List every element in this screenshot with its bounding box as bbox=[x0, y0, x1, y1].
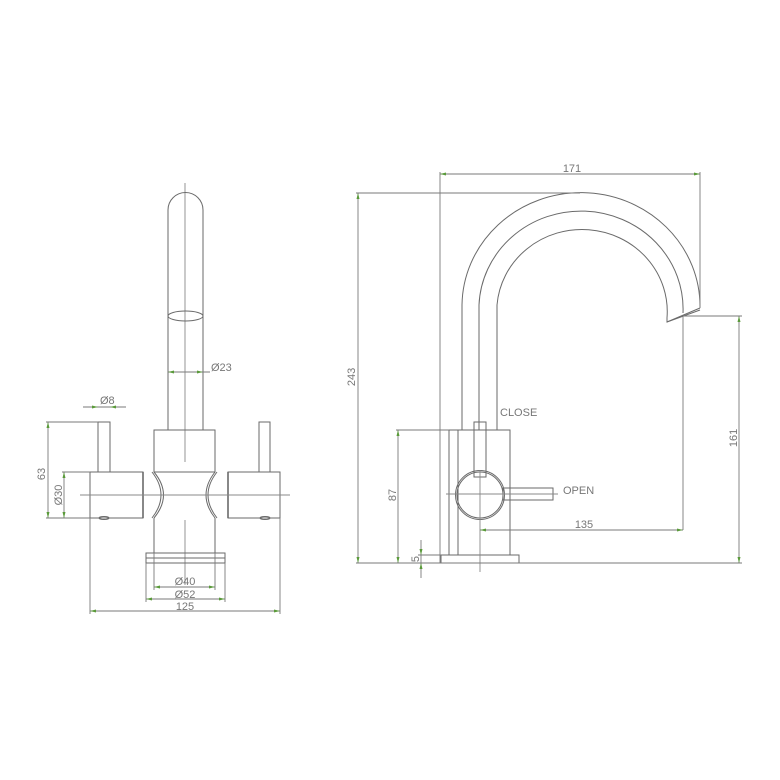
front-view: Ø23 Ø8 63 Ø30 Ø40 Ø52 bbox=[36, 183, 290, 614]
dim-overall-height: 243 bbox=[346, 368, 358, 386]
dim-overall-width: 125 bbox=[176, 601, 194, 613]
dim-handle-height: 63 bbox=[36, 468, 48, 480]
dim-spout-diameter: Ø23 bbox=[211, 362, 232, 374]
front-right-lever bbox=[258, 421, 271, 473]
front-spout bbox=[167, 192, 204, 430]
dim-body-diameter: Ø40 bbox=[175, 576, 196, 588]
dim-handle-diameter: Ø30 bbox=[53, 485, 65, 506]
front-spout-joint bbox=[167, 310, 204, 322]
label-open: OPEN bbox=[563, 485, 594, 497]
side-spout-outer bbox=[461, 192, 701, 430]
front-body-upper bbox=[153, 429, 216, 473]
side-spout-inner bbox=[496, 228, 668, 430]
dim-base-diameter: Ø52 bbox=[175, 589, 196, 601]
dim-outlet-reach: 135 bbox=[575, 519, 593, 531]
label-close: CLOSE bbox=[500, 407, 537, 419]
front-left-lever bbox=[97, 421, 111, 473]
dim-lever-diameter: Ø8 bbox=[100, 395, 115, 407]
side-view: 171 243 161 87 5 135 CLOSE OPEN bbox=[346, 163, 742, 578]
dim-spout-reach: 171 bbox=[563, 163, 581, 175]
dim-body-height: 87 bbox=[387, 489, 399, 501]
dim-outlet-height: 161 bbox=[728, 429, 740, 447]
dim-base-thickness: 5 bbox=[410, 556, 422, 562]
